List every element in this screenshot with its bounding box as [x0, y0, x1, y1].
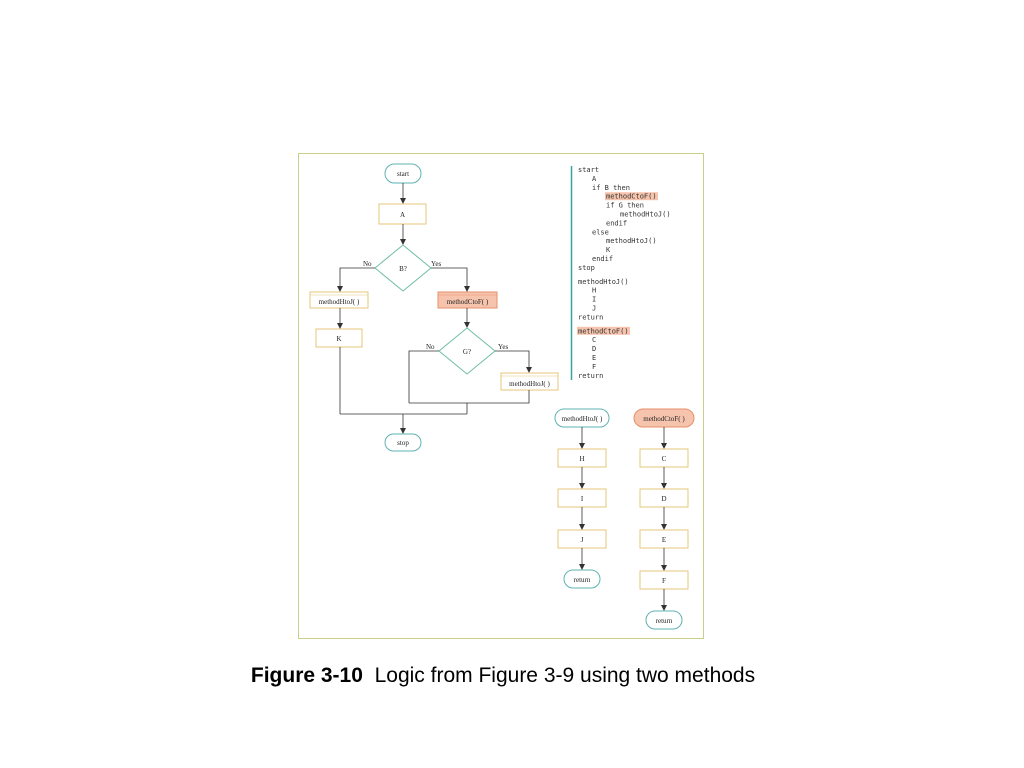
pseudocode-line: J: [592, 305, 596, 313]
method-c-to-f-flowchart: methodCtoF( ) C D E F return: [633, 408, 695, 630]
main-flowchart: start A B? No Yes methodHtoJ( ) K method…: [309, 163, 559, 452]
branch-yes-g: [495, 350, 532, 373]
pseudocode-line: stop: [578, 264, 595, 272]
process-k-label: K: [336, 335, 341, 343]
process-a-label: A: [400, 211, 405, 219]
figure-caption: Figure 3-10 Logic from Figure 3-9 using …: [0, 664, 1006, 688]
decision-g-label: G?: [463, 348, 471, 356]
process-h-label: H: [579, 455, 584, 463]
call-method-c-to-f-label: methodCtoF( ): [447, 298, 489, 306]
pseudocode-line: H: [592, 287, 596, 295]
method-h-to-j-return-label: return: [574, 576, 591, 584]
decision-b: [374, 244, 432, 292]
method-c-to-f-return: [645, 610, 683, 630]
call-method-h-to-j: [309, 291, 369, 309]
pseudocode-line: if G then: [606, 202, 644, 210]
call-method-h-to-j-label: methodHtoJ( ): [319, 298, 360, 306]
method-h-to-j-flowchart: methodHtoJ( ) H I J return: [554, 408, 610, 589]
no-label-b: No: [363, 260, 372, 268]
figure-frame: [298, 153, 704, 639]
method-c-to-f-return-label: return: [656, 617, 673, 625]
branch-no-b: [337, 267, 375, 292]
pseudocode-line: C: [592, 336, 596, 344]
pseudocode-line: endif: [606, 219, 627, 227]
pseudocode-line: methodHtoJ(): [606, 237, 657, 245]
pseudocode-line: else: [592, 228, 609, 236]
pseudocode-line: F: [592, 363, 596, 371]
method-h-to-j-header-label: methodHtoJ( ): [562, 415, 603, 423]
flowchart-figure: start A B? No Yes methodHtoJ( ) K method…: [309, 163, 695, 630]
pseudocode-line: endif: [592, 255, 613, 263]
pseudocode-line: A: [592, 175, 597, 183]
pseudocode-line: methodCtoF(): [578, 327, 629, 335]
yes-label-g: Yes: [498, 343, 508, 351]
process-f-label: F: [662, 577, 666, 585]
process-d-label: D: [661, 495, 666, 503]
pseudocode-line: E: [592, 354, 596, 362]
branch-yes-b: [431, 267, 470, 292]
call-method-h-to-j-nested-label: methodHtoJ( ): [509, 380, 550, 388]
start-label: start: [397, 170, 409, 178]
process-e-label: E: [662, 536, 666, 544]
method-h-to-j-return: [563, 569, 601, 589]
stop-label: stop: [397, 439, 409, 447]
pseudocode-highlight: [577, 326, 630, 335]
caption-text: Logic from Figure 3-9 using two methods: [374, 664, 756, 687]
pseudocode-line: return: [578, 372, 603, 380]
process-j-label: J: [581, 536, 584, 544]
method-c-to-f-header-label: methodCtoF( ): [643, 415, 685, 423]
pseudocode-line: D: [592, 345, 596, 353]
process-i-label: I: [581, 495, 584, 503]
pseudocode-line: K: [606, 246, 611, 254]
pseudocode-line: I: [592, 296, 596, 304]
pseudocode-line: methodHtoJ(): [620, 211, 671, 219]
process-c-label: C: [662, 455, 667, 463]
caption-figure-number: Figure 3-10: [250, 664, 363, 687]
decision-b-label: B?: [399, 265, 407, 273]
pseudocode-line: start: [578, 166, 599, 174]
call-method-h-to-j-nested: [500, 372, 559, 391]
no-label-g: No: [426, 343, 435, 351]
pseudocode-line: if B then: [592, 184, 630, 192]
yes-label-b: Yes: [431, 260, 441, 268]
process-k: [315, 328, 363, 348]
stop-terminal: [384, 433, 422, 452]
decision-g: [438, 327, 496, 375]
pseudocode-line: return: [578, 313, 603, 321]
pseudocode-line: methodHtoJ(): [578, 278, 629, 286]
pseudocode-highlight: [605, 192, 658, 201]
pseudocode-line: methodCtoF(): [606, 193, 657, 201]
branch-no-g: [408, 350, 439, 403]
process-a: [378, 203, 427, 225]
line-nested-to-join: [409, 390, 530, 404]
call-method-c-to-f: [437, 291, 498, 309]
